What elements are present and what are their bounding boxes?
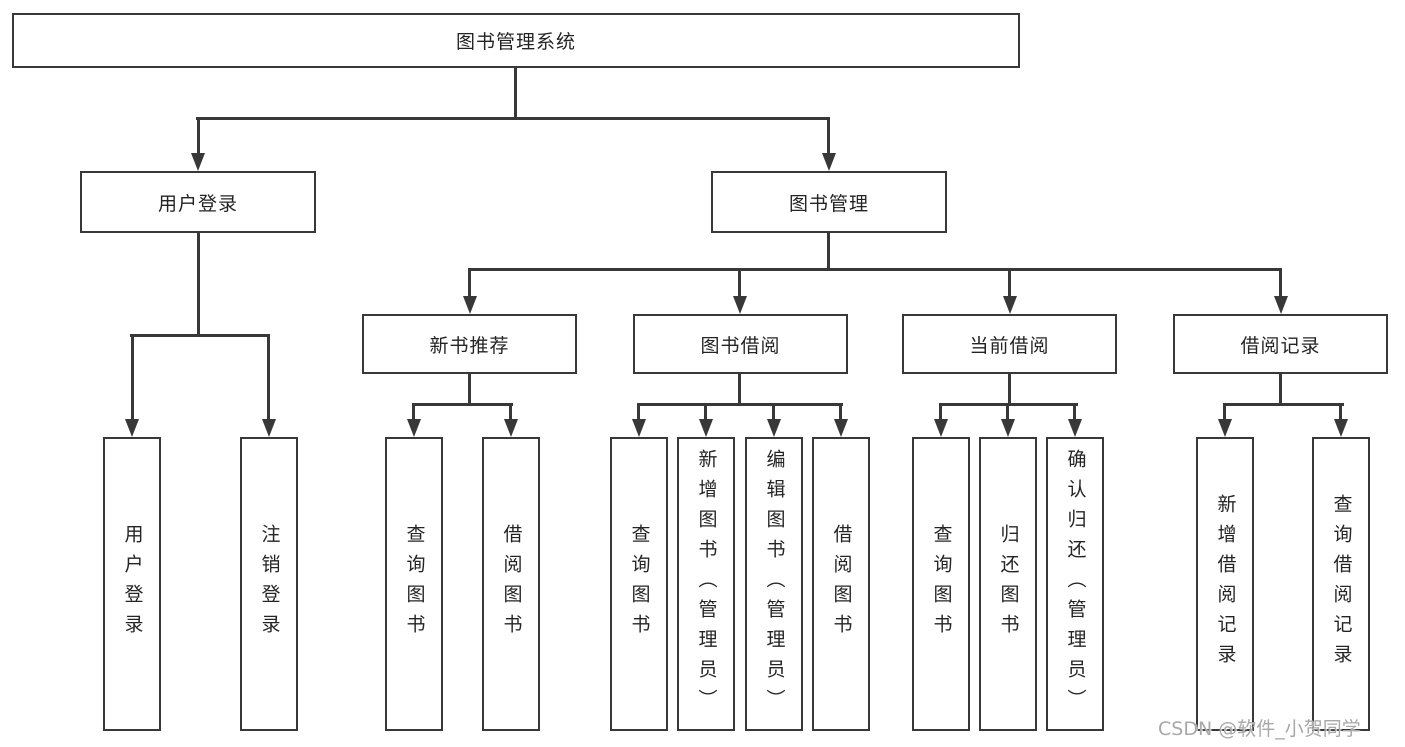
connector-line: [468, 373, 471, 406]
leaf-label: 借阅图书: [830, 524, 853, 644]
connector-line: [1279, 268, 1282, 298]
connector-line: [514, 67, 517, 119]
leaf-add-borrow-record: 新增借阅记录: [1196, 437, 1254, 731]
connector-line: [1008, 268, 1011, 298]
connector-line: [939, 403, 942, 421]
leaf-return-books: 归还图书: [979, 437, 1037, 731]
arrowhead-down-icon: [463, 296, 477, 314]
arrowhead-down-icon: [699, 419, 713, 437]
connector-line: [772, 403, 775, 421]
connector-line: [738, 373, 741, 406]
arrowhead-down-icon: [1068, 419, 1082, 437]
leaf-label: 查询图书: [403, 524, 426, 644]
arrowhead-down-icon: [262, 419, 276, 437]
leaf-borrow-books: 借阅图书: [812, 437, 870, 731]
arrowhead-down-icon: [1003, 296, 1017, 314]
node-book-borrow: 图书借阅: [633, 314, 848, 374]
leaf-query-borrow-record: 查询借阅记录: [1312, 437, 1370, 731]
connector-line: [197, 232, 200, 336]
connector-line: [1339, 403, 1342, 421]
leaf-label: 编辑图书（管理员）: [763, 449, 786, 719]
leaf-confirm-return-admin: 确认归还（管理员）: [1046, 437, 1104, 731]
leaf-label: 查询图书: [628, 524, 651, 644]
leaf-label: 查询图书: [930, 524, 953, 644]
connector-line: [468, 268, 471, 298]
connector-line: [1073, 403, 1076, 421]
arrowhead-down-icon: [191, 153, 205, 171]
connector-line: [1008, 373, 1011, 406]
leaf-add-books-admin: 新增图书（管理员）: [677, 437, 735, 731]
arrowhead-down-icon: [1274, 296, 1288, 314]
csdn-watermark: CSDN @软件_小贺同学: [1158, 718, 1361, 740]
leaf-edit-books-admin: 编辑图书（管理员）: [745, 437, 803, 731]
arrowhead-down-icon: [125, 419, 139, 437]
arrowhead-down-icon: [822, 153, 836, 171]
arrowhead-down-icon: [1218, 419, 1232, 437]
connector-line: [412, 403, 513, 406]
node-current-borrow: 当前借阅: [902, 314, 1117, 374]
leaf-borrow-books-recommend: 借阅图书: [482, 437, 540, 731]
leaf-query-books-borrow: 查询图书: [610, 437, 668, 731]
leaf-user-login: 用户登录: [103, 437, 161, 731]
connector-line: [1279, 373, 1282, 406]
arrowhead-down-icon: [834, 419, 848, 437]
leaf-label: 注销登录: [258, 524, 281, 644]
connector-line: [468, 268, 1282, 271]
node-borrow-records: 借阅记录: [1173, 314, 1388, 374]
connector-line: [509, 403, 512, 421]
node-new-book-recommend: 新书推荐: [362, 314, 577, 374]
arrowhead-down-icon: [407, 419, 421, 437]
connector-line: [1006, 403, 1009, 421]
connector-line: [130, 334, 270, 337]
connector-line: [1223, 403, 1344, 406]
node-user-login: 用户登录: [80, 171, 316, 233]
connector-line: [197, 117, 200, 155]
node-library-system: 图书管理系统: [12, 13, 1020, 68]
leaf-logout: 注销登录: [240, 437, 298, 731]
leaf-label: 新增借阅记录: [1214, 494, 1237, 674]
arrowhead-down-icon: [504, 419, 518, 437]
arrowhead-down-icon: [934, 419, 948, 437]
leaf-label: 借阅图书: [500, 524, 523, 644]
arrowhead-down-icon: [767, 419, 781, 437]
leaf-label: 用户登录: [121, 524, 144, 644]
arrowhead-down-icon: [632, 419, 646, 437]
connector-line: [637, 403, 640, 421]
connector-line: [412, 403, 415, 421]
leaf-label: 新增图书（管理员）: [695, 449, 718, 719]
leaf-query-books-current: 查询图书: [912, 437, 970, 731]
arrowhead-down-icon: [1001, 419, 1015, 437]
connector-line: [704, 403, 707, 421]
connector-line: [267, 334, 270, 421]
arrowhead-down-icon: [733, 296, 747, 314]
connector-line: [131, 334, 134, 421]
connector-line: [637, 403, 843, 406]
leaf-label: 归还图书: [997, 524, 1020, 644]
node-book-management: 图书管理: [711, 171, 947, 233]
arrowhead-down-icon: [1334, 419, 1348, 437]
connector-line: [827, 232, 830, 270]
connector-line: [196, 117, 830, 120]
connector-line: [738, 268, 741, 298]
connector-line: [1223, 403, 1226, 421]
connector-line: [827, 117, 830, 155]
connector-line: [839, 403, 842, 421]
leaf-label: 查询借阅记录: [1330, 494, 1353, 674]
leaf-query-books-recommend: 查询图书: [385, 437, 443, 731]
leaf-label: 确认归还（管理员）: [1064, 449, 1087, 719]
